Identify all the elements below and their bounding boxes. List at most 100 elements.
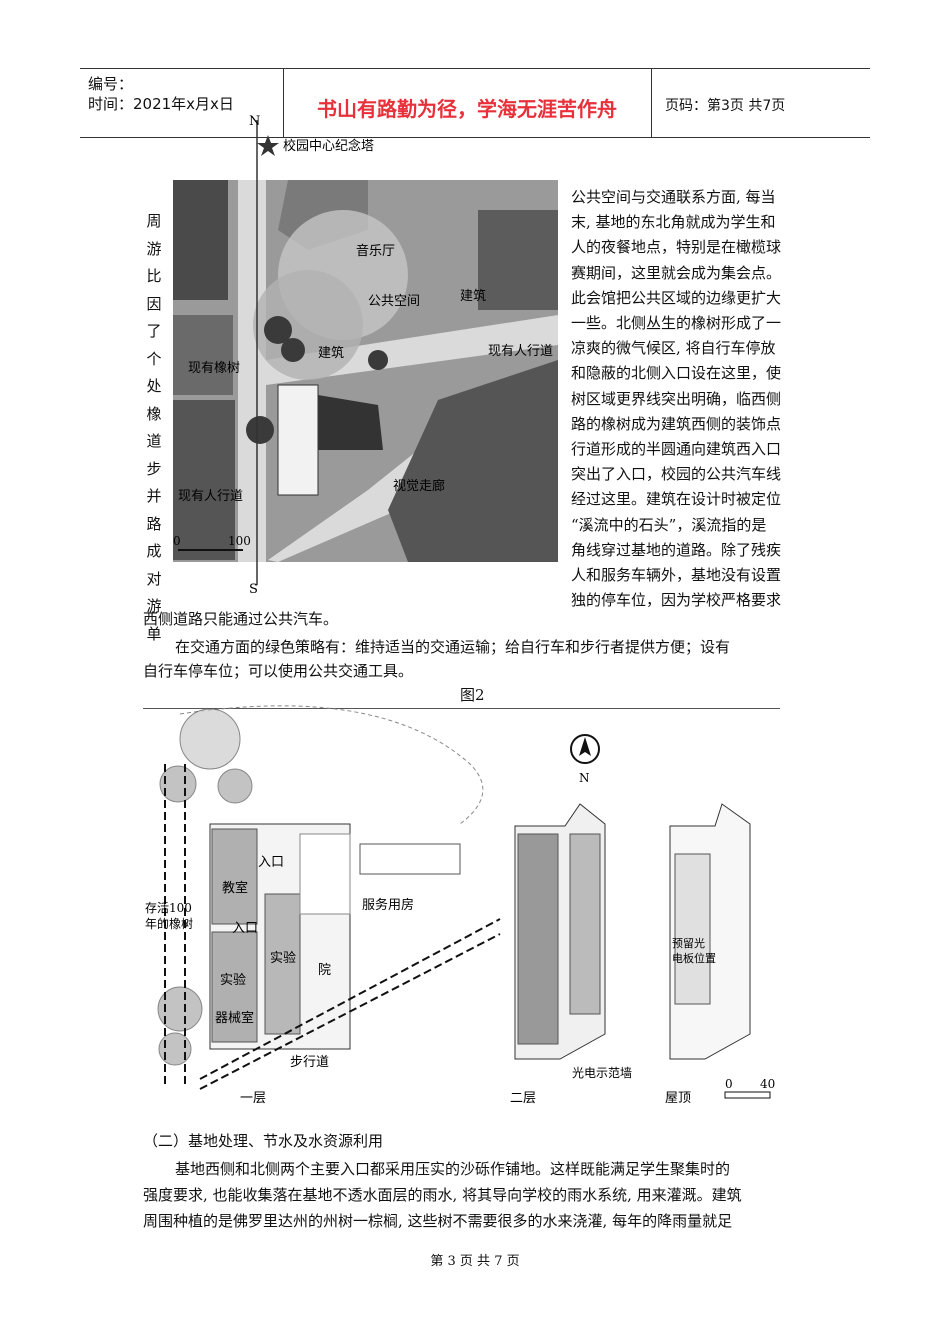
left-char: 游: [146, 597, 162, 615]
walkway-east-label: 现有人行道: [488, 344, 553, 359]
header-page-cell: 页码：第3页 共7页: [651, 69, 870, 137]
right-column-text: 公共空间与交通联系方面, 每当 末, 基地的东北角就成为学生和 人的夜餐地点，特…: [571, 185, 811, 613]
road-west: [238, 180, 266, 562]
north-label-2: N: [579, 771, 590, 785]
north-arrow-head: [579, 737, 591, 756]
page-footer: 第 3 页 共 7 页: [430, 1254, 520, 1269]
grid-paving: [299, 833, 351, 915]
building-block: [478, 210, 558, 310]
oak-tree: [157, 986, 203, 1032]
second-floor-label: 二层: [510, 1091, 536, 1106]
scale-start: 0: [173, 534, 181, 548]
entrance2-label: 入口: [232, 921, 258, 936]
left-char: 单: [146, 624, 162, 643]
scale-end: 100: [228, 534, 251, 548]
right-line: “溪流中的石头”，溪流指的是: [571, 515, 767, 534]
oak-tree: [246, 416, 274, 444]
figure-2-caption: 图2: [460, 686, 485, 704]
courtyard-label: 院: [318, 963, 331, 978]
building-wing: [318, 395, 383, 450]
right-line: 和隐蔽的北侧入口设在这里，使: [571, 364, 782, 383]
classroom-label: 教室: [222, 880, 248, 896]
entrance-label: 入口: [258, 855, 284, 870]
right-line: 人和服务车辆外，基地没有设置: [571, 566, 782, 585]
oak-tree: [159, 765, 197, 803]
left-char: 处: [146, 377, 162, 395]
building-block: [173, 315, 233, 395]
green-strategy-line-1: 在交通方面的绿色策略有：维持适当的交通运输；给自行车和步行者提供方便；设有: [175, 638, 731, 656]
page-info: 页码：第3页 共7页: [665, 98, 786, 114]
walkway-label: 步行道: [290, 1055, 329, 1070]
right-line: 路的橡树成为建筑西侧的装饰点: [571, 414, 782, 433]
body-line-3: 周围种植的是佛罗里达州的州树一棕榈, 这些树不需要很多的水来浇灌, 每年的降雨量…: [143, 1212, 733, 1230]
right-line: 突出了入口，校园的公共汽车线: [571, 465, 782, 484]
public-space-circle: [253, 270, 363, 380]
oak-tree: [179, 708, 241, 770]
building-block: [388, 360, 558, 562]
floor-plan-figure: 入口 教室 入口 实验 实验 院 器械室 存活100 年的橡树 服务用房 步行道…: [145, 705, 775, 1106]
right-line: 树区域更界线突出明确，临西侧: [571, 389, 782, 408]
left-char: 因: [146, 294, 162, 313]
left-char: 个: [146, 349, 162, 368]
building-block: [173, 400, 235, 560]
building-footprint: [277, 384, 319, 496]
left-char: 路: [146, 514, 162, 533]
divider: [143, 708, 780, 709]
scale2-start: 0: [725, 1077, 733, 1091]
left-char: 游: [146, 239, 162, 258]
right-line: 此会馆把公共区域的边缘更扩大: [571, 288, 782, 307]
pv-panel-label-line2: 电板位置: [672, 951, 716, 965]
bike-parking: [359, 843, 461, 875]
equipment-room-label: 器械室: [215, 1010, 254, 1026]
landmark-label: 校园中心纪念塔: [283, 138, 374, 154]
lab-label: 实验: [270, 950, 296, 966]
second-floor-rooms: [517, 833, 559, 1045]
header-motto-cell: 书山有路勤为径，学海无涯苦作舟: [283, 69, 652, 137]
right-line: 独的停车位，因为学校严格要求: [571, 591, 782, 610]
right-line: 人的夜餐地点，特别是在橄榄球: [571, 238, 782, 257]
motto: 书山有路勤为径，学海无涯苦作舟: [317, 97, 617, 121]
pv-panel-label-line1: 预留光: [672, 936, 705, 950]
left-column-text: 周 游 比 因 了 个 处 橡 道 步 并 路 成 对 游 单: [143, 208, 165, 648]
walkway-arrow: [199, 933, 501, 1090]
left-char: 道: [146, 432, 162, 450]
oak-tree: [158, 1032, 192, 1066]
building-block: [173, 180, 228, 300]
left-char: 周: [146, 212, 162, 230]
left-char: 成: [146, 542, 162, 560]
header-meta-cell: 编号： 时间：2021年x月x日: [80, 69, 284, 137]
left-char: 了: [146, 322, 162, 340]
concert-hall-label: 音乐厅: [356, 243, 395, 259]
roof-label: 屋顶: [665, 1091, 691, 1106]
second-floor-rooms-east: [569, 833, 601, 1015]
lab2-label: 实验: [220, 972, 246, 988]
oak-note-line2: 年的橡树: [145, 916, 193, 931]
serial-label: 编号：: [88, 75, 134, 93]
right-line: 经过这里。建筑在设计时被定位: [571, 490, 782, 509]
walkway-arrow: [199, 918, 501, 1080]
public-space-label: 公共空间: [368, 294, 420, 309]
section-title: （二）基地处理、节水及水资源利用: [143, 1132, 384, 1150]
oak-tree: [281, 338, 305, 362]
building-label-ne: 建筑: [460, 288, 486, 304]
scale2-end: 40: [760, 1077, 775, 1091]
tree-canopy-arc: [179, 705, 484, 825]
walkway-west-label: 现有人行道: [178, 489, 243, 504]
right-line: 赛期间，这里就会成为集会点。: [571, 263, 782, 282]
north-arrow-icon: [570, 734, 600, 764]
right-line: 公共空间与交通联系方面, 每当: [571, 188, 776, 206]
lab2-block: [264, 893, 301, 1035]
first-floor-label: 一层: [240, 1091, 266, 1106]
right-line: 末, 基地的东北角就成为学生和: [571, 213, 776, 232]
page-header: 编号： 时间：2021年x月x日 书山有路勤为径，学海无涯苦作舟 页码：第3页 …: [80, 68, 870, 138]
pv-wall-label: 光电示范墙: [572, 1066, 632, 1080]
building-label: 建筑: [318, 345, 344, 361]
left-char: 步: [146, 459, 162, 478]
visual-corridor-label: 视觉走廊: [393, 478, 445, 494]
body-line-1: 基地西侧和北侧两个主要入口都采用压实的沙砾作铺地。这样既能满足学生聚集时的: [175, 1160, 731, 1178]
star-icon: [257, 135, 279, 156]
pv-panel-area: [674, 853, 711, 1005]
time-label: 时间：2021年x月x日: [88, 95, 234, 113]
north-label: N: [249, 114, 260, 129]
service-room-label: 服务用房: [362, 897, 414, 913]
